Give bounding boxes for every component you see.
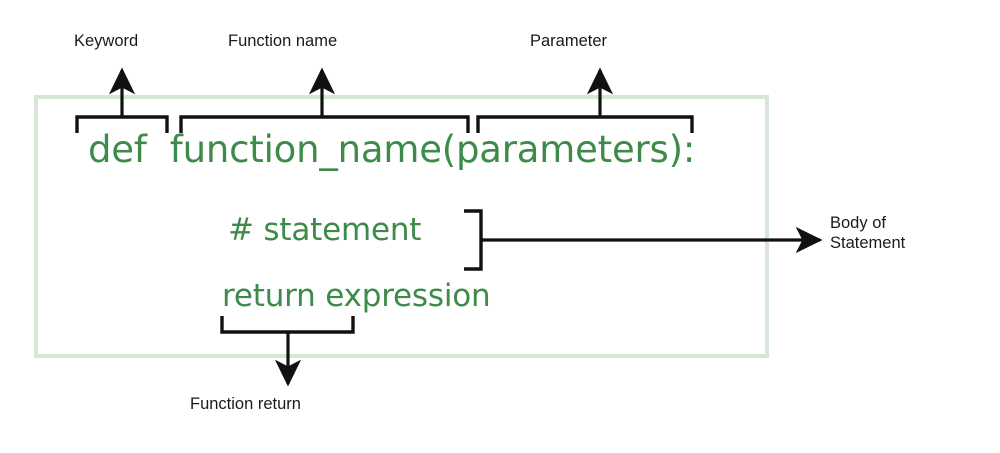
callout-label-body-of-statement: Body of Statement <box>830 213 980 253</box>
callout-label-body-line1: Body of <box>830 214 886 232</box>
code-block-container <box>34 95 769 358</box>
code-line-return: return expression <box>222 278 491 314</box>
callout-label-function-name: Function name <box>228 32 338 50</box>
code-line-statement: # statement <box>228 212 422 248</box>
code-line-function-signature: def function_name(parameters): <box>88 128 696 171</box>
callout-label-parameter: Parameter <box>530 32 608 50</box>
callout-label-function-return: Function return <box>190 395 301 413</box>
callout-label-keyword: Keyword <box>74 32 139 50</box>
callout-label-body-line2: Statement <box>830 234 906 252</box>
